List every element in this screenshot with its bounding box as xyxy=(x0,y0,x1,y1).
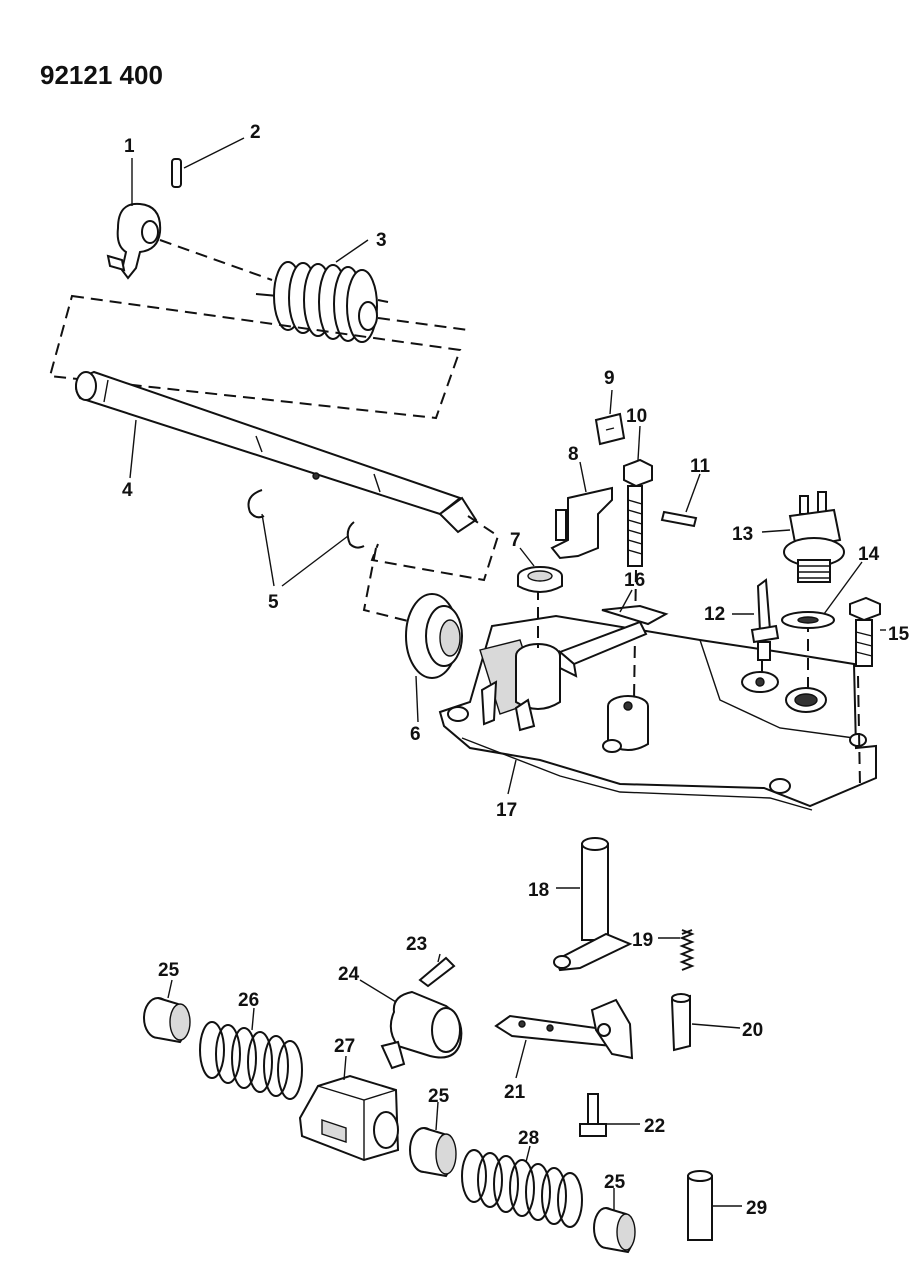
callout-7: 7 xyxy=(510,530,521,551)
callout-17: 17 xyxy=(496,800,517,821)
part-23-pin xyxy=(418,956,456,988)
callout-3: 3 xyxy=(376,230,387,251)
callout-11: 11 xyxy=(690,456,711,477)
callout-4: 4 xyxy=(122,480,133,501)
part-11-pin xyxy=(660,510,698,528)
part-21-selector-plate xyxy=(494,998,634,1060)
part-16-lever-plate xyxy=(558,604,669,678)
part-4-shaft xyxy=(75,370,478,534)
callout-5: 5 xyxy=(268,592,279,613)
part-24-collar xyxy=(380,990,463,1070)
part-12-stud xyxy=(750,578,780,661)
part-8-bracket xyxy=(550,486,613,560)
part-22-screw xyxy=(579,1093,607,1137)
part-25-bushing-middle xyxy=(409,1127,457,1178)
callout-25-middle: 25 xyxy=(428,1086,450,1107)
drawing-number: 92121 400 xyxy=(40,60,163,90)
part-20-sleeve xyxy=(670,993,691,1052)
callout-10: 10 xyxy=(626,406,647,427)
callout-28: 28 xyxy=(518,1128,539,1149)
callout-15: 15 xyxy=(888,624,910,645)
part-9-clip xyxy=(594,412,626,446)
callout-26: 26 xyxy=(238,990,259,1011)
callout-29: 29 xyxy=(746,1198,767,1219)
callout-6: 6 xyxy=(410,724,421,745)
part-3-spring xyxy=(255,261,389,343)
part-27-block xyxy=(298,1074,400,1162)
part-25-bushing-right xyxy=(593,1207,636,1254)
part-17-housing-cover xyxy=(438,614,877,811)
part-13-switch xyxy=(783,491,845,583)
callout-8: 8 xyxy=(568,444,579,465)
callout-18: 18 xyxy=(528,880,549,901)
callout-9: 9 xyxy=(604,368,615,389)
part-18-shaft-lever xyxy=(553,837,633,972)
part-25-bushing-left xyxy=(143,997,191,1044)
callout-24: 24 xyxy=(338,964,360,985)
part-7-bushing xyxy=(517,566,563,593)
callout-14: 14 xyxy=(858,544,880,565)
part-2-pin xyxy=(171,158,182,188)
part-15-bolt xyxy=(849,596,881,667)
callout-labels: 1 2 3 4 5 6 7 8 9 10 11 12 13 14 15 16 1… xyxy=(122,122,910,1219)
callout-13: 13 xyxy=(732,524,753,545)
part-29-sleeve xyxy=(687,1170,713,1241)
part-14-washer xyxy=(781,611,835,629)
callout-12: 12 xyxy=(704,604,725,625)
part-10-bolt xyxy=(623,458,653,567)
callout-1: 1 xyxy=(124,136,135,157)
leader-lines xyxy=(129,137,886,1210)
callout-25-right: 25 xyxy=(604,1172,626,1193)
callout-20: 20 xyxy=(742,1020,763,1041)
part-19-spring xyxy=(679,929,695,971)
callout-27: 27 xyxy=(334,1036,355,1057)
part-26-spring xyxy=(199,1021,303,1100)
callout-19: 19 xyxy=(632,930,653,951)
callout-21: 21 xyxy=(504,1082,526,1103)
callout-25-left: 25 xyxy=(158,960,180,981)
callout-23: 23 xyxy=(406,934,427,955)
part-1-lever xyxy=(106,202,162,280)
callout-16: 16 xyxy=(624,570,645,591)
part-6-seal xyxy=(405,593,463,679)
part-28-spring xyxy=(461,1149,583,1228)
callout-2: 2 xyxy=(250,122,261,143)
part-5-snap-ring xyxy=(247,489,365,549)
callout-22: 22 xyxy=(644,1116,665,1137)
